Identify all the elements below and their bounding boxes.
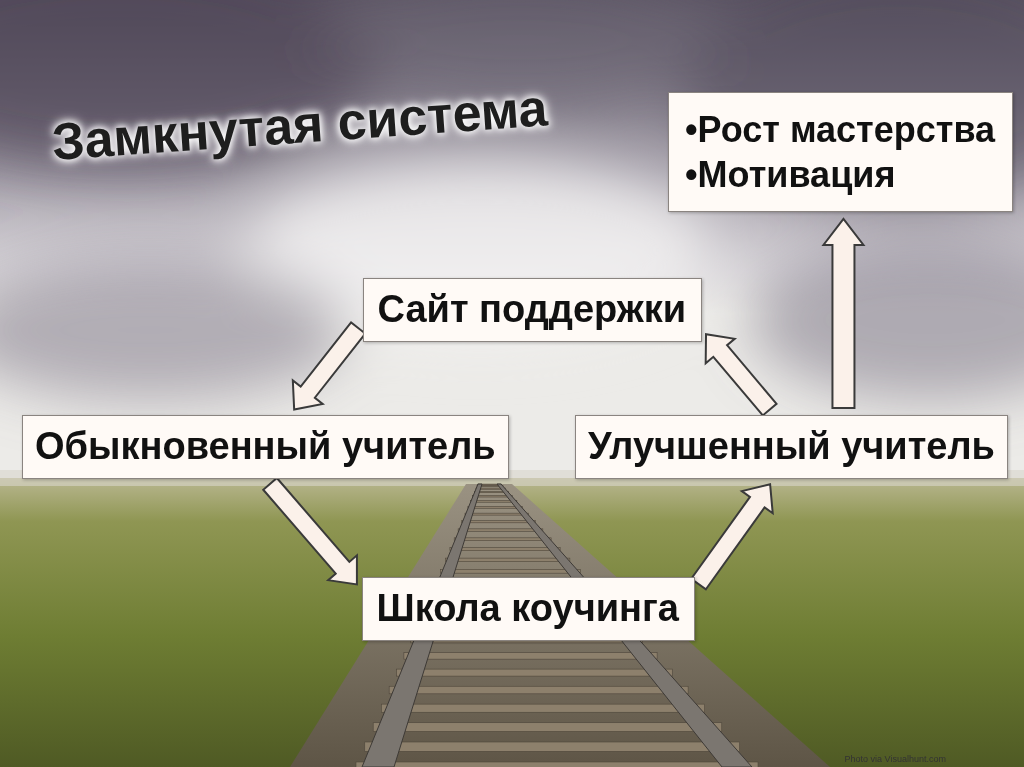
sleeper [454,538,551,541]
sleeper [468,507,522,509]
sleepers [356,484,758,767]
process-box: Школа коучинга [362,577,695,641]
sleeper [404,653,657,659]
track-bed [290,484,830,767]
sleeper [465,513,528,515]
sleeper [365,742,740,751]
block-arrow [691,484,772,589]
block-arrow [263,478,357,584]
process-box: Сайт поддержки [363,278,702,342]
grass-field [0,478,1024,767]
block-arrow [706,334,777,415]
sleeper [445,558,570,561]
block-arrow [823,219,863,408]
sleeper [440,569,580,573]
clouds [0,0,1024,400]
goal-box: •Рост мастерства•Мотивация [668,92,1013,212]
process-box: Обыкновенный учитель [22,415,509,479]
cloud [750,240,1024,400]
box-text: Обыкновенный учитель [35,424,496,470]
sleeper [389,686,688,694]
sleeper [373,723,722,732]
box-text: •Рост мастерства [685,107,996,152]
sleeper [397,669,673,676]
process-box: Улучшенный учитель [575,415,1008,479]
box-text: •Мотивация [685,152,996,197]
sleeper [356,762,758,767]
sleeper [462,521,535,523]
sleeper [381,704,704,712]
box-text: Сайт поддержки [378,287,687,333]
block-arrow [293,322,365,409]
title: Замкнутая система [50,77,549,171]
box-text: Школа коучинга [377,586,680,632]
cloud [0,260,350,400]
box-text: Улучшенный учитель [588,424,995,470]
sleeper [450,548,560,551]
sleeper [458,529,543,531]
watermark: Photo via Visualhunt.com [845,754,946,764]
